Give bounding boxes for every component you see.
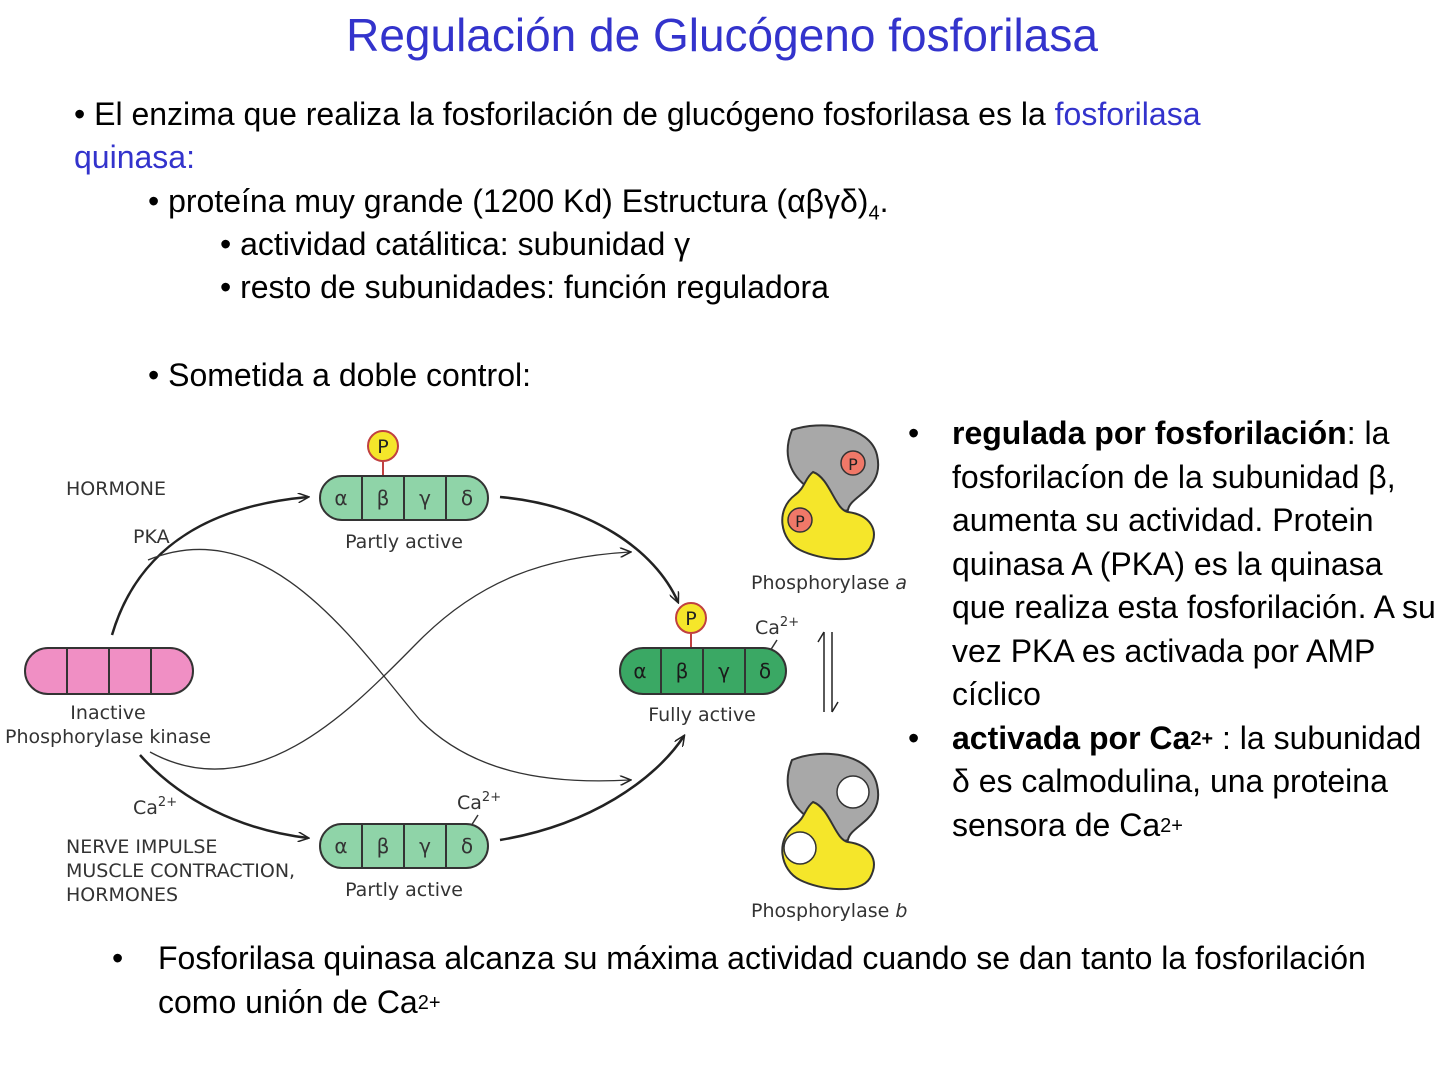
phosphorylase-a-icon: P P (781, 424, 880, 561)
arrow-cross-1 (147, 548, 630, 780)
bullet-protein: • proteína muy grande (1200 Kd) Estructu… (148, 183, 889, 225)
partly-active-label-bottom: Partly active (345, 879, 463, 901)
ca-left-label: Ca2+ (133, 795, 177, 819)
pka-label: PKA (133, 526, 170, 548)
subunit-beta: β (377, 486, 390, 510)
inactive-label-2: Phosphorylase kinase (5, 726, 211, 748)
intro-text: El enzima que realiza la fosforilación d… (94, 96, 1046, 132)
subunit-delta: δ (461, 486, 473, 510)
ca-bottom-label: Ca2+ (457, 790, 501, 814)
subunit-alpha: α (334, 486, 347, 510)
intro-line-1: • El enzima que realiza la fosforilación… (74, 94, 1200, 134)
arrow-partly-top-to-fully (499, 495, 678, 602)
page-title: Regulación de Glucógeno fosforilasa (346, 9, 1098, 61)
subunit-gamma: γ (419, 834, 431, 858)
bullet-protein-end: . (879, 183, 889, 219)
intro-bullet: • (74, 96, 86, 132)
subunit-beta: β (676, 659, 689, 683)
bullet-control: • Sometida a doble control: (148, 357, 531, 393)
bullet-rest: • resto de subunidades: función regulado… (220, 269, 829, 305)
subunit-alpha: α (334, 834, 347, 858)
bullet-protein-subscript: 4 (868, 202, 880, 225)
p-label-a1: P (848, 455, 858, 474)
arrow-cross-2 (149, 552, 630, 770)
bottom-sup: 2+ (417, 992, 441, 1014)
bottom-text: Fosforilasa quinasa alcanza su máxima ac… (158, 940, 1366, 1020)
subunit-gamma: γ (419, 486, 431, 510)
arrow-inactive-to-partly-bottom (139, 754, 308, 838)
intro-highlight-2: quinasa: (74, 139, 195, 175)
ca-fully-label: Ca2+ (755, 615, 799, 639)
phosphorylase-kinase-diagram: Inactive Phosphorylase kinase HORMONE PK… (5, 424, 907, 922)
partly-active-kinase-top: α β γ δ (319, 475, 489, 521)
bullet-activity: • actividad catálitica: subunidad γ (220, 226, 691, 262)
calcium-text: : la subunidad δ es calmodulina, una pro… (952, 719, 1422, 843)
inactive-kinase (24, 647, 194, 695)
arrow-partly-bottom-to-fully (499, 736, 684, 842)
phosphorylation-text: : la fosforilacíon de la subunidad β, au… (952, 415, 1436, 712)
calcium-bullet: • activada por Ca2+ : la subunidad δ es … (908, 719, 1422, 843)
calcium-end-sup: 2+ (1160, 814, 1183, 837)
bullet-protein-text: proteína muy grande (1200 Kd) Estructura… (168, 183, 869, 219)
hormone-label: HORMONE (66, 478, 166, 500)
phosphorylase-b-icon (781, 752, 880, 891)
subunit-alpha: α (633, 659, 646, 683)
nerve-label-1: NERVE IMPULSE (66, 836, 217, 858)
subunit-delta: δ (759, 659, 771, 683)
subunit-delta: δ (461, 834, 473, 858)
calcium-bold: activada por Ca2+ (952, 719, 1214, 756)
partly-active-label-top: Partly active (345, 531, 463, 553)
nerve-label-2: MUSCLE CONTRACTION, (66, 860, 295, 882)
nerve-label-3: HORMONES (66, 884, 178, 906)
p-label-a2: P (795, 512, 805, 531)
bottom-note: • Fosforilasa quinasa alcanza su máxima … (112, 940, 1366, 1020)
fully-active-label: Fully active (648, 704, 756, 726)
control-description: • regulada por fosforilación: la fosfori… (908, 412, 1438, 847)
fully-active-kinase: α β γ δ (619, 647, 787, 695)
inactive-label-1: Inactive (70, 702, 145, 724)
phosphate-top (367, 430, 399, 462)
p-label-top: P (377, 436, 388, 458)
bullet-activity-text: actividad catálitica: subunidad γ (240, 226, 691, 262)
phosphorylase-b-label: Phosphorylase b (751, 900, 907, 922)
phosphorylation-bold: regulada por fosforilación (952, 415, 1347, 451)
p-label-fully: P (685, 608, 696, 630)
phosphorylase-a-label: Phosphorylase a (751, 572, 907, 594)
bullet-rest-text: resto de subunidades: función reguladora (240, 269, 829, 305)
bullet-control-text: Sometida a doble control: (168, 357, 531, 393)
phosphorylation-bullet: • regulada por fosforilación: la fosfori… (908, 415, 1436, 712)
subunit-gamma: γ (718, 659, 730, 683)
subunit-beta: β (377, 834, 390, 858)
partly-active-kinase-bottom: α β γ δ (319, 823, 489, 869)
phosphate-fully (675, 602, 707, 634)
intro-highlight-1: fosforilasa (1054, 96, 1201, 132)
arrow-inactive-to-partly-top (110, 497, 308, 636)
